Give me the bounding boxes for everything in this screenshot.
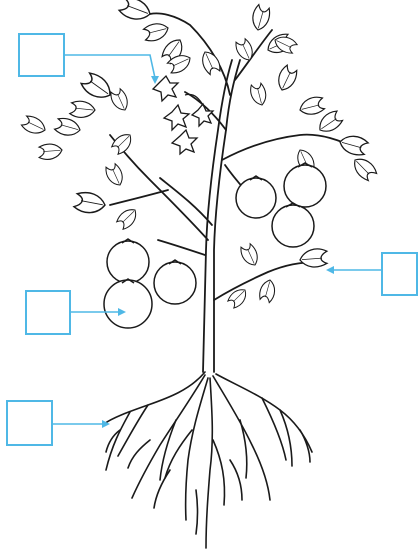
leaf-clusters	[20, 0, 379, 310]
fruit-label-box[interactable]	[25, 290, 71, 335]
root-system	[104, 372, 312, 548]
pointer-lines	[53, 55, 381, 424]
flower-label-box[interactable]	[18, 33, 65, 77]
root-label-box[interactable]	[6, 400, 53, 446]
leaf-label-box[interactable]	[381, 252, 418, 296]
flower-icon	[153, 76, 213, 154]
